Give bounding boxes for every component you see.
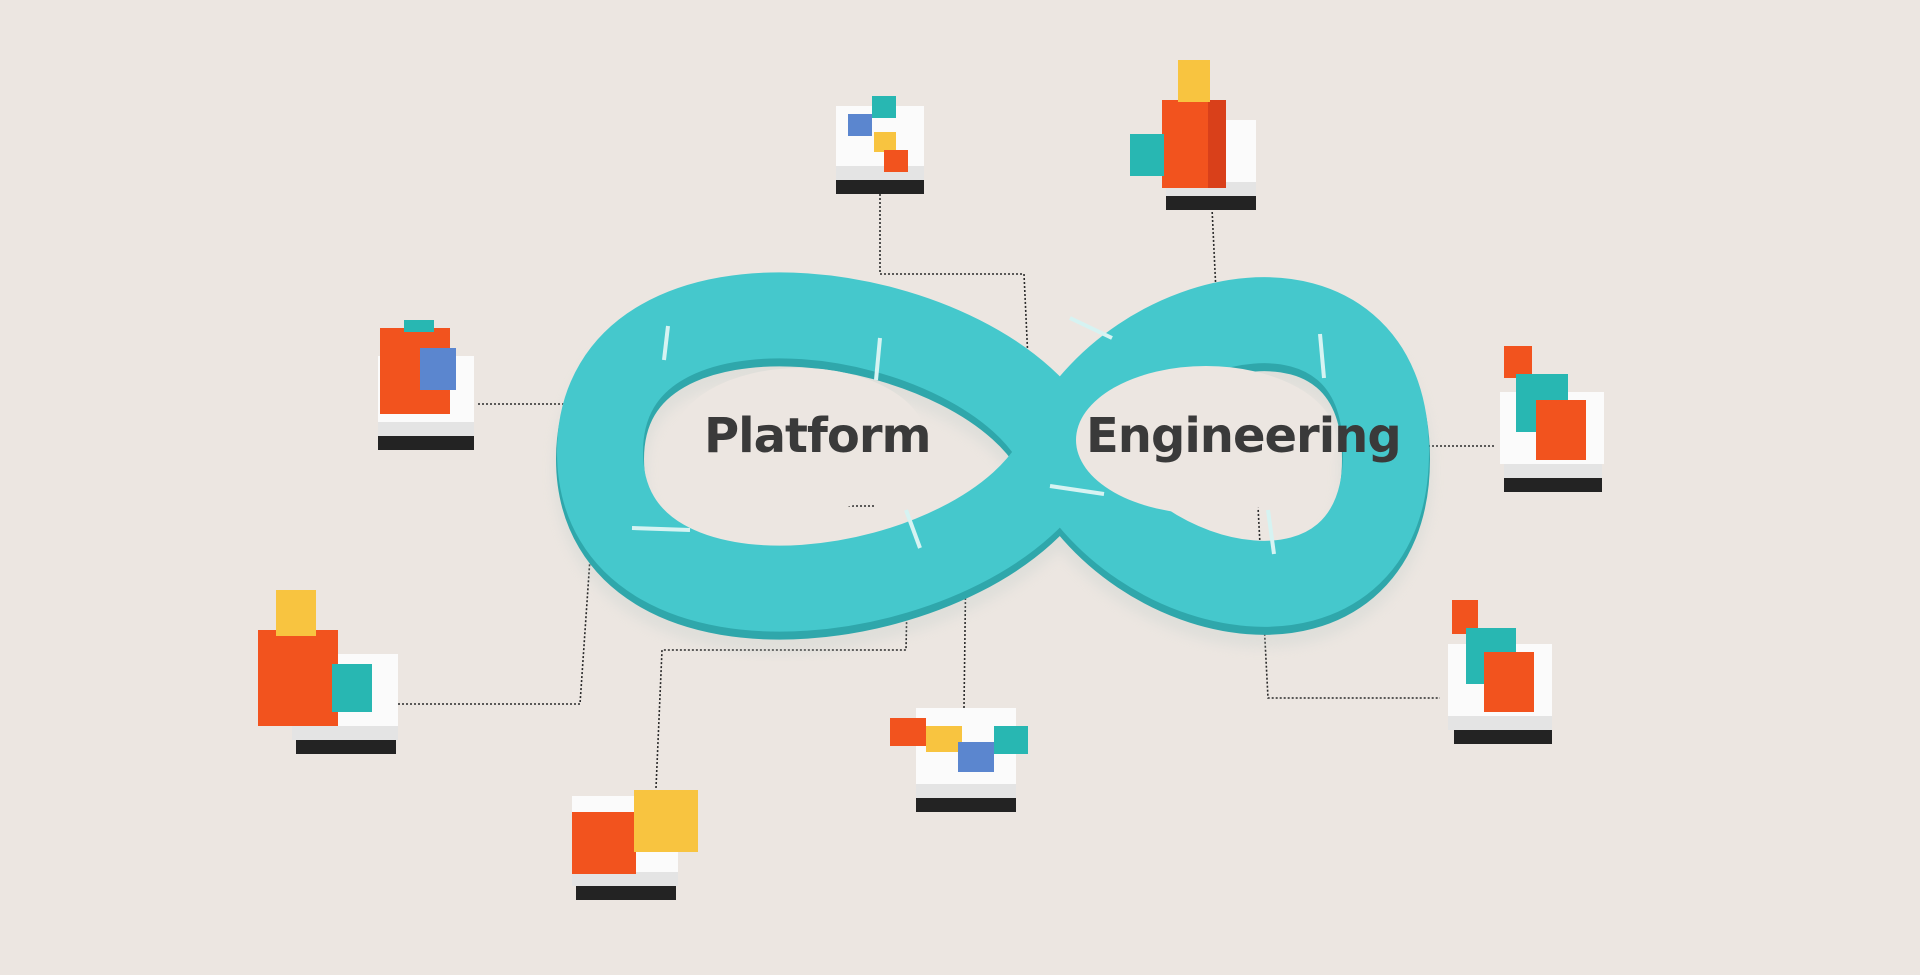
cube-orange bbox=[258, 630, 338, 726]
cube-orange-small bbox=[1504, 346, 1532, 378]
pedestal-base bbox=[916, 796, 1016, 812]
cube-yellow bbox=[276, 590, 316, 636]
cube-yellow bbox=[926, 726, 962, 752]
pedestal-base bbox=[296, 738, 396, 754]
node-left-upper bbox=[378, 320, 474, 450]
loop-segment-dividers bbox=[631, 316, 1326, 555]
cube-orange bbox=[1484, 652, 1534, 712]
pedestal-base bbox=[1504, 476, 1602, 492]
node-right-upper bbox=[1500, 346, 1604, 492]
node-bottom-left bbox=[572, 790, 698, 900]
cube-blue bbox=[848, 114, 872, 136]
loop-hole-right bbox=[1076, 366, 1336, 514]
cube-teal bbox=[332, 664, 372, 712]
node-left-lower bbox=[258, 590, 398, 754]
label-engineering: Engineering bbox=[1086, 408, 1401, 464]
cube-blue bbox=[958, 742, 994, 772]
pedestal-base bbox=[378, 434, 474, 450]
node-top-left bbox=[836, 96, 924, 194]
cube-blue bbox=[420, 348, 456, 390]
cube-orange-shade bbox=[1208, 100, 1226, 188]
connector-bottom-center bbox=[963, 500, 1009, 709]
cube-orange bbox=[1536, 400, 1586, 460]
pedestal-base bbox=[1166, 194, 1256, 210]
cube-orange bbox=[890, 718, 926, 746]
pedestal-side bbox=[292, 724, 398, 740]
cube-teal bbox=[1130, 134, 1164, 176]
cube-yellow bbox=[1178, 60, 1210, 102]
node-bottom-center bbox=[890, 708, 1028, 812]
cube-teal bbox=[872, 96, 896, 118]
cube-orange bbox=[572, 812, 636, 874]
pedestal-side bbox=[1504, 462, 1602, 478]
pedestal-side bbox=[916, 782, 1016, 798]
label-platform: Platform bbox=[704, 408, 931, 464]
pedestal-side bbox=[836, 164, 924, 180]
infinity-loop-band bbox=[556, 272, 1430, 632]
cube-yellow bbox=[634, 790, 698, 852]
pedestal-base bbox=[576, 884, 676, 900]
node-right-lower bbox=[1448, 600, 1552, 744]
connector-top-left bbox=[879, 190, 1029, 361]
cube-orange bbox=[884, 150, 908, 172]
node-top-right bbox=[1130, 60, 1256, 210]
pedestal-base bbox=[1454, 728, 1552, 744]
pedestal-side bbox=[1448, 714, 1552, 730]
pedestal-base bbox=[836, 178, 924, 194]
cube-teal bbox=[994, 726, 1028, 754]
infinity-loop bbox=[553, 272, 1433, 653]
cube-teal bbox=[404, 320, 434, 332]
connector-left-lower bbox=[398, 383, 603, 705]
loop-hole-left bbox=[674, 368, 926, 512]
pedestal-side bbox=[378, 420, 474, 436]
cube-yellow bbox=[874, 132, 896, 152]
